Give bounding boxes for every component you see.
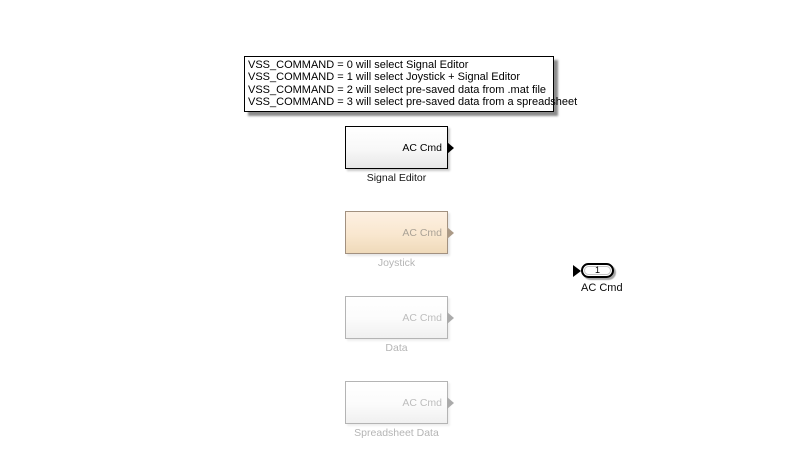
outport-oval[interactable]: 1 — [581, 263, 614, 278]
output-port-arrow-icon[interactable] — [447, 311, 454, 324]
output-port-label: AC Cmd — [402, 141, 442, 154]
input-port-arrow-icon[interactable] — [573, 264, 581, 277]
output-port-label: AC Cmd — [402, 396, 442, 409]
block-name-label: Joystick — [377, 257, 416, 269]
outport-ac-cmd[interactable]: 1 AC Cmd — [573, 263, 623, 294]
outport-name-label: AC Cmd — [581, 282, 623, 294]
output-port-label: AC Cmd — [402, 226, 442, 239]
output-port-arrow-icon[interactable] — [447, 226, 454, 239]
block-name-label: Data — [385, 342, 408, 354]
annotation-line: VSS_COMMAND = 3 will select pre-saved da… — [248, 95, 578, 108]
block-name-label: Signal Editor — [366, 172, 427, 184]
block-spreadsheet-data[interactable]: AC Cmd Spreadsheet Data — [345, 381, 454, 439]
outport-number: 1 — [594, 265, 600, 275]
annotation-line: VSS_COMMAND = 0 will select Signal Edito… — [248, 59, 469, 71]
output-port-arrow-icon[interactable] — [447, 141, 454, 154]
output-port-label: AC Cmd — [402, 311, 442, 324]
annotation-line: VSS_COMMAND = 1 will select Joystick + S… — [248, 71, 521, 84]
annotation-line: VSS_COMMAND = 2 will select pre-saved da… — [248, 83, 547, 96]
vss-command-annotation[interactable]: VSS_COMMAND = 0 will select Signal Edito… — [244, 56, 578, 113]
block-signal-editor[interactable]: AC Cmd Signal Editor — [345, 126, 454, 184]
output-port-arrow-icon[interactable] — [447, 396, 454, 409]
block-name-label: Spreadsheet Data — [354, 427, 439, 439]
block-joystick[interactable]: AC Cmd Joystick — [345, 211, 454, 269]
block-data[interactable]: AC Cmd Data — [345, 296, 454, 354]
